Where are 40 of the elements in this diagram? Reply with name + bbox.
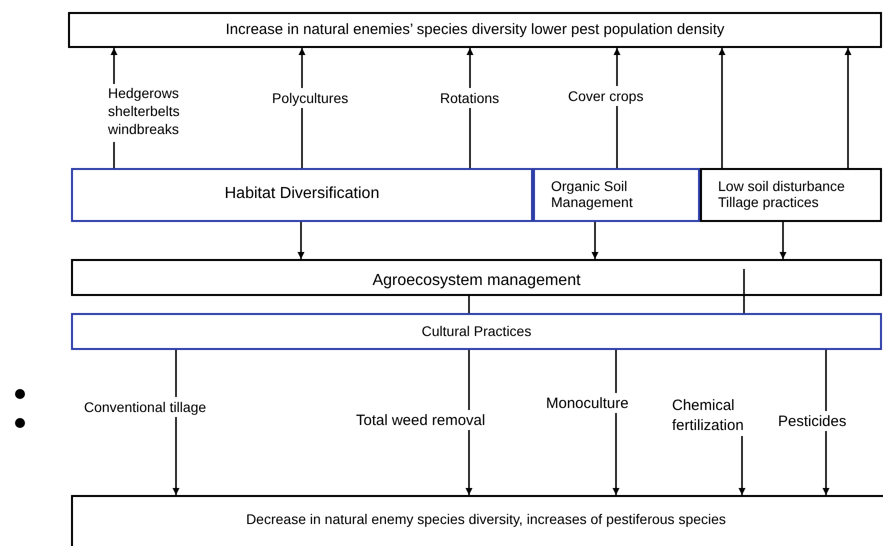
arrow (780, 222, 786, 259)
arrow (110, 48, 118, 84)
connector-line (113, 142, 115, 168)
practice-label: Hedgerows shelterbelts windbreaks (108, 84, 190, 142)
practice-label: Monoculture (546, 393, 652, 413)
management-box: Agroecosystem management (71, 259, 882, 296)
connector-line (468, 350, 470, 410)
practices-box: Cultural Practices (71, 313, 882, 350)
practice-label: Cover crops (568, 86, 660, 106)
arrow (612, 413, 620, 495)
connector-line (301, 108, 303, 168)
arrow (822, 431, 830, 495)
connector-line (616, 106, 618, 168)
practice-label: Total weed removal (356, 410, 512, 430)
arrow (592, 222, 598, 259)
arrow (466, 48, 474, 88)
category-box: Organic Soil Management (533, 168, 700, 222)
connector-line (469, 108, 471, 168)
arrow (298, 222, 304, 259)
connector-line (175, 350, 177, 397)
practice-label: Chemical fertilization (672, 396, 766, 436)
arrow (614, 48, 620, 86)
arrow (172, 417, 180, 495)
category-box: Low soil disturbance Tillage practices (700, 168, 882, 222)
arrow (466, 430, 472, 495)
connector-line (615, 350, 617, 393)
practice-label: Pesticides (778, 411, 860, 431)
connector-line (825, 350, 827, 411)
arrow (298, 48, 306, 88)
practice-label: Polycultures (272, 88, 368, 108)
arrow (844, 48, 852, 168)
arrow (718, 48, 726, 168)
practice-label: Rotations (440, 88, 516, 108)
outcome-box: Increase in natural enemies’ species diversity lower pest population density (68, 12, 882, 48)
practice-label: Conventional tillage (84, 397, 234, 417)
outcome-box: Decrease in natural enemy species diversity, increases of pestiferous species (71, 495, 883, 546)
connector-line (743, 296, 745, 313)
connector-line (468, 296, 470, 313)
arrow (738, 436, 746, 495)
category-box: Habitat Diversification (71, 168, 533, 222)
